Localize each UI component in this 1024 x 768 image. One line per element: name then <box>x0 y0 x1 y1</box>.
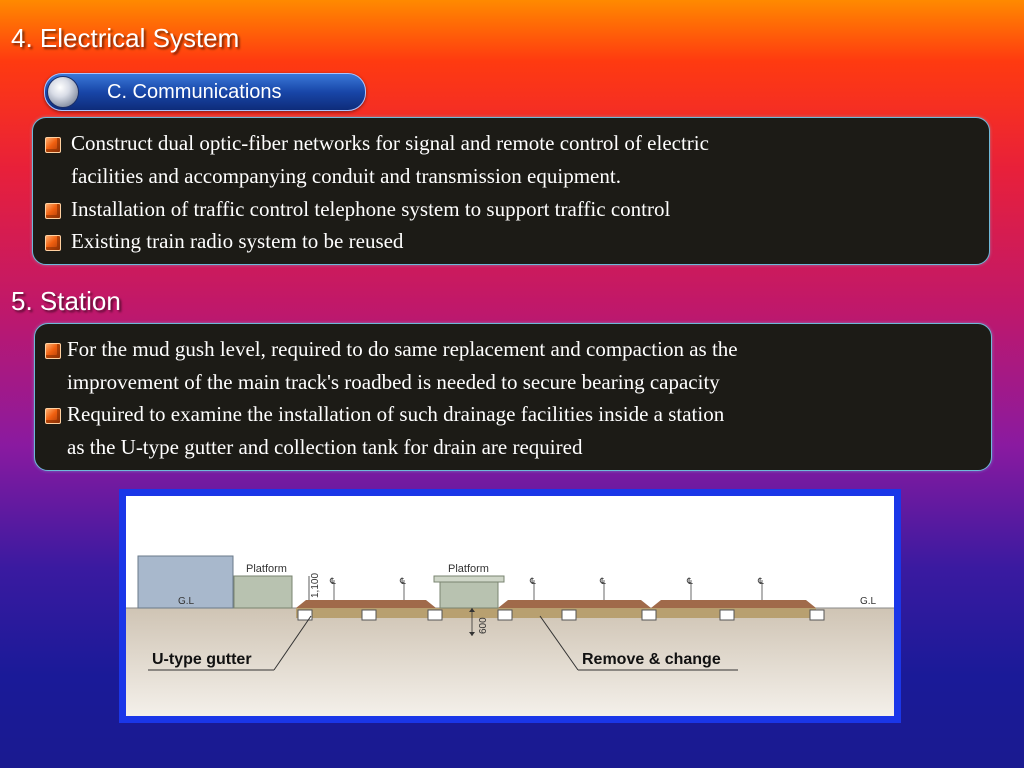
subsection-pill: C. Communications <box>44 73 366 111</box>
dimension-height-label: 1,100 <box>310 573 321 598</box>
u-gutter <box>427 609 443 621</box>
bullet-item: For the mud gush level, required to do s… <box>45 333 738 399</box>
station-cross-section-figure: G.L Platform Platform ℄ ℄ ℄ ℄ ℄ ℄ <box>119 489 901 723</box>
u-gutter <box>641 609 657 621</box>
dimension-depth-label: 600 <box>478 617 489 634</box>
ballast-section <box>498 600 651 608</box>
centerline-mark: ℄ <box>529 577 536 587</box>
section-heading-electrical-system: 4. Electrical System <box>11 23 240 53</box>
bullet-text: Existing train radio system to be reused <box>71 229 404 253</box>
callout-remove-and-change: Remove & change <box>582 651 721 668</box>
centerline-mark: ℄ <box>329 577 336 587</box>
centerline-mark: ℄ <box>686 577 693 587</box>
u-gutter <box>719 609 735 621</box>
station-panel: For the mud gush level, required to do s… <box>34 323 992 471</box>
u-gutter <box>561 609 577 621</box>
ground-area <box>126 608 894 716</box>
centerline-mark: ℄ <box>599 577 606 587</box>
centerline-mark: ℄ <box>399 577 406 587</box>
left-platform <box>233 575 293 609</box>
u-gutter <box>497 609 513 621</box>
left-platform-label: Platform <box>246 563 287 575</box>
bullet-text: Installation of traffic control telephon… <box>71 197 671 221</box>
bullet-item: Installation of traffic control telephon… <box>45 193 670 226</box>
communications-panel: Construct dual optic-fiber networks for … <box>32 117 990 265</box>
cube-bullet-icon <box>45 203 61 219</box>
orb-bullet-icon <box>47 76 79 108</box>
bullet-item: Required to examine the installation of … <box>45 398 724 464</box>
section-heading-station: 5. Station <box>11 286 121 316</box>
bullet-item: Construct dual optic-fiber networks for … <box>45 127 709 193</box>
cube-bullet-icon <box>45 137 61 153</box>
bullet-text: Construct dual optic-fiber networks for … <box>71 131 709 188</box>
subsection-label: C. Communications <box>107 81 282 103</box>
center-platform <box>439 577 499 609</box>
ballast-section <box>296 600 436 608</box>
u-gutter <box>809 609 825 621</box>
u-gutter <box>297 609 313 621</box>
center-platform-label: Platform <box>448 563 489 575</box>
centerline-mark: ℄ <box>757 577 764 587</box>
cube-bullet-icon <box>45 343 61 359</box>
left-building <box>137 555 234 609</box>
bullet-item: Existing train radio system to be reused <box>45 225 403 258</box>
gl-left-label: G.L <box>178 596 195 607</box>
gl-right-label: G.L <box>860 596 877 607</box>
drainage-trench <box>296 608 816 618</box>
bullet-text: For the mud gush level, required to do s… <box>67 337 738 394</box>
ballast-section <box>651 600 816 608</box>
u-gutter <box>361 609 377 621</box>
cube-bullet-icon <box>45 408 61 424</box>
bullet-text: Required to examine the installation of … <box>67 402 725 459</box>
callout-u-type-gutter: U-type gutter <box>152 651 252 668</box>
cube-bullet-icon <box>45 235 61 251</box>
cross-section-diagram: G.L Platform Platform ℄ ℄ ℄ ℄ ℄ ℄ <box>126 496 894 716</box>
